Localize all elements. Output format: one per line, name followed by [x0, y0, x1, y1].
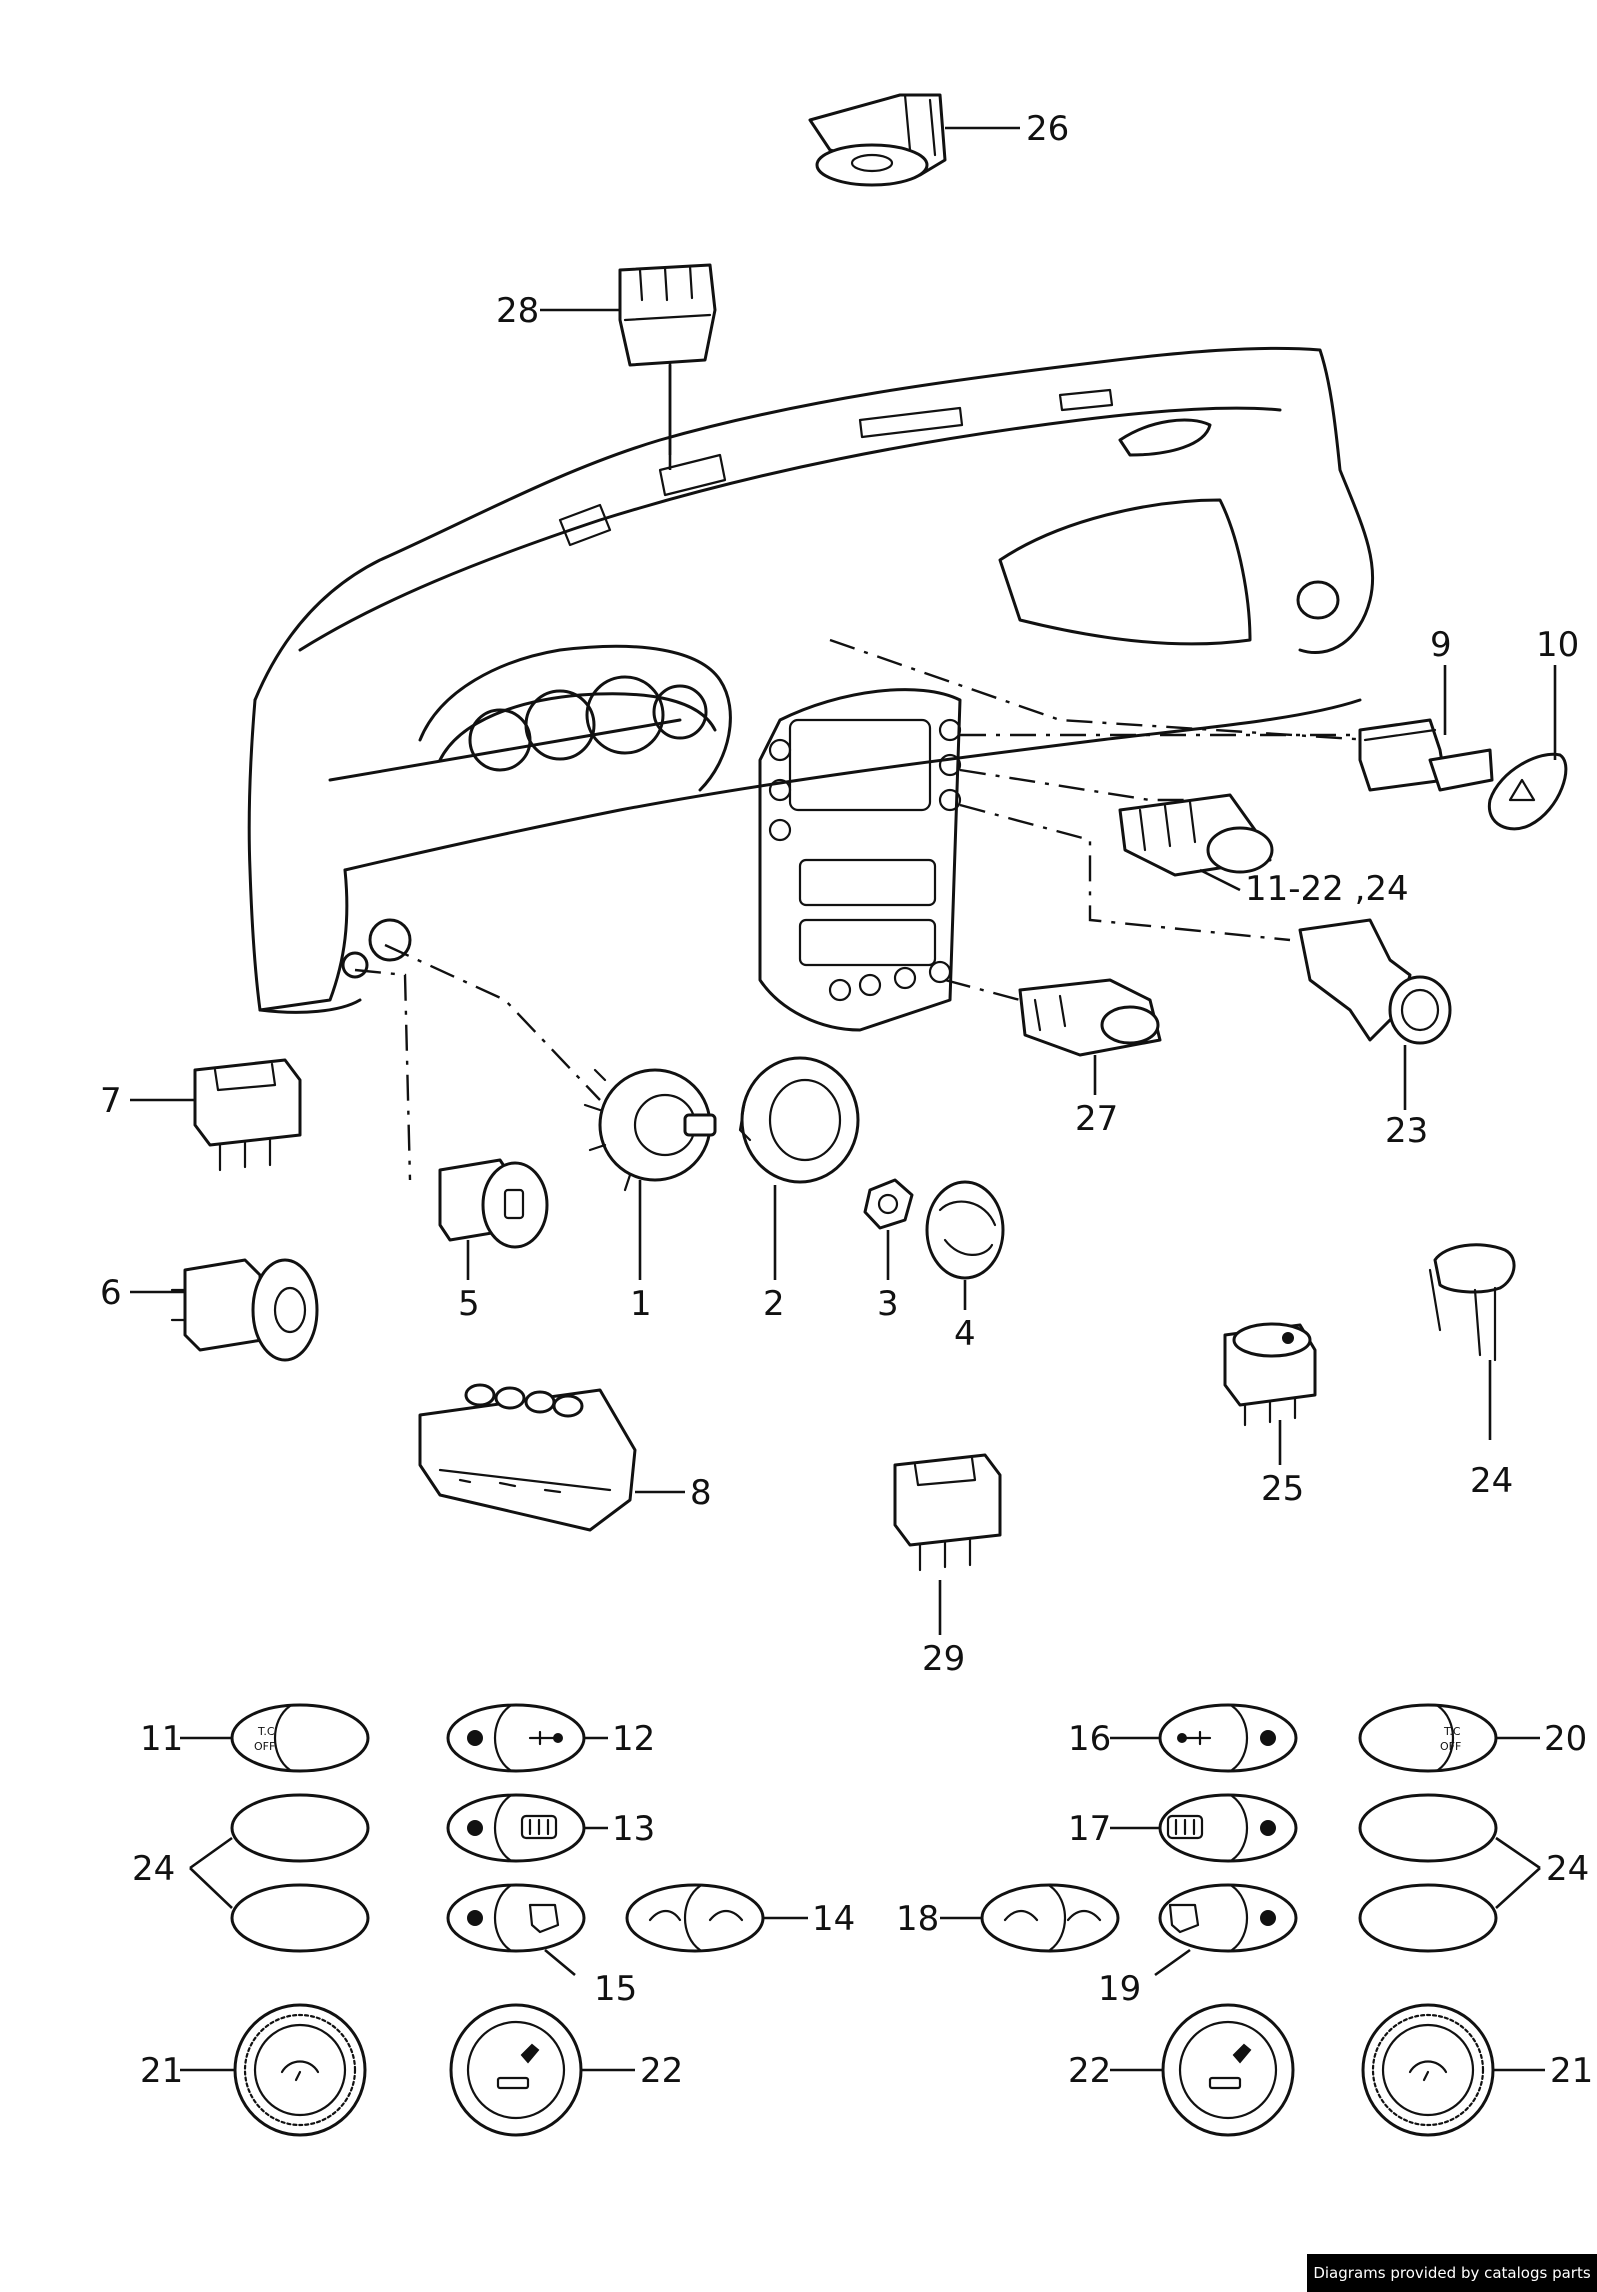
part-1-light-switch: 1 [583, 1068, 717, 1324]
switch-face-22-right: 22 [1068, 2003, 1295, 2137]
part-24-blank-cap: 24 [1428, 1243, 1516, 1501]
rear-defrost-icon-right [1166, 1814, 1204, 1840]
callout-14: 14 [812, 1899, 855, 1939]
part-8-heater-control: 8 [418, 1383, 712, 1532]
switch-face-24-right: 24 [1358, 1793, 1589, 1953]
cigarette-lighter-icon [496, 2043, 540, 2090]
callout-13: 13 [612, 1809, 655, 1849]
callout-17: 17 [1068, 1809, 1111, 1849]
switch-face-20: T.C OFF 20 [1358, 1703, 1587, 1773]
off-label-11: OFF [254, 1740, 275, 1753]
part-27-switch: 27 [1018, 978, 1162, 1139]
seat-heater-icon [528, 1730, 563, 1746]
callout-22-right: 22 [1068, 2051, 1111, 2091]
callout-7: 7 [100, 1081, 122, 1121]
hazard-triangle-icon [1508, 778, 1536, 802]
mirror-icon-right [1168, 1903, 1200, 1934]
callout-3: 3 [877, 1284, 899, 1324]
callout-1: 1 [630, 1284, 652, 1324]
rear-defrost-icon [520, 1814, 558, 1840]
switch-face-24-left: 24 [132, 1793, 370, 1953]
switch-face-21-left: 21 [140, 2003, 367, 2137]
callout-10: 10 [1536, 625, 1579, 665]
off-label-20: OFF [1440, 1740, 1461, 1753]
callout-11: 11 [140, 1719, 183, 1759]
switch-face-11: T.C OFF 11 [140, 1703, 370, 1773]
tc-label-11: T.C [257, 1725, 275, 1738]
callout-4: 4 [954, 1314, 976, 1354]
headlight-washer-icon-right [1003, 1909, 1102, 1922]
callout-27: 27 [1075, 1099, 1118, 1139]
switch-face-16: 16 [1068, 1703, 1298, 1773]
seat-heater-icon-right [1177, 1730, 1212, 1746]
callout-11-22-24: 11-22 ,24 [1245, 869, 1409, 909]
part-6-switch: 6 [100, 1258, 319, 1362]
callout-8: 8 [690, 1473, 712, 1513]
part-11-22-24-switch-block: 11-22 ,24 [1118, 793, 1409, 909]
part-10-hazard-cap: 10 [1487, 625, 1579, 831]
callout-18: 18 [896, 1899, 939, 1939]
part-23-ignition-lock-housing: 23 [1298, 918, 1452, 1151]
switch-face-19: 19 [1098, 1883, 1298, 2009]
callout-15: 15 [594, 1969, 637, 2009]
callout-5: 5 [458, 1284, 480, 1324]
callout-20: 20 [1544, 1719, 1587, 1759]
part-9-hazard-switch-body: 9 [1358, 625, 1494, 792]
part-2-trim-ring: 2 [738, 1056, 860, 1324]
switch-face-22-left: 22 [449, 2003, 683, 2137]
wiper-icon-right [1408, 2060, 1448, 2082]
switch-face-14: 14 [625, 1883, 855, 1953]
dashboard-assembly [247, 346, 1375, 1032]
callout-16: 16 [1068, 1719, 1111, 1759]
part-29-relay: 29 [893, 1453, 1002, 1679]
switch-face-17: 17 [1068, 1793, 1298, 1863]
callout-12: 12 [612, 1719, 655, 1759]
callout-29: 29 [922, 1639, 965, 1679]
callout-24-left: 24 [132, 1849, 175, 1889]
cigarette-lighter-icon-right [1208, 2043, 1252, 2090]
part-3-nut: 3 [863, 1178, 914, 1324]
callout-19: 19 [1098, 1969, 1141, 2009]
switch-face-12: 12 [446, 1703, 655, 1773]
callout-24-clip: 24 [1470, 1461, 1513, 1501]
callout-9: 9 [1430, 625, 1452, 665]
callout-26: 26 [1026, 109, 1069, 149]
part-26-bracket: 26 [808, 93, 1069, 187]
mirror-icon [528, 1903, 560, 1934]
tc-label-20: T.C [1443, 1725, 1461, 1738]
switch-face-15: 15 [446, 1883, 637, 2009]
part-5-switch: 5 [438, 1158, 549, 1324]
switch-face-13: 13 [446, 1793, 655, 1863]
switch-face-18: 18 [896, 1883, 1120, 1953]
callout-21-right: 21 [1550, 2051, 1593, 2091]
callout-21-left: 21 [140, 2051, 183, 2091]
part-25-switch: 25 [1223, 1322, 1317, 1509]
callout-23: 23 [1385, 1111, 1428, 1151]
part-4-knob: 4 [925, 1180, 1005, 1354]
callout-2: 2 [763, 1284, 785, 1324]
switch-face-21-right: 21 [1361, 2003, 1593, 2137]
callout-22-left: 22 [640, 2051, 683, 2091]
callout-28: 28 [496, 291, 539, 331]
callout-24-right: 24 [1546, 1849, 1589, 1889]
callout-25: 25 [1261, 1469, 1304, 1509]
callout-6: 6 [100, 1273, 122, 1313]
headlight-washer-icon [648, 1909, 744, 1922]
credit-banner: Diagrams provided by catalogs parts [1307, 2254, 1597, 2292]
wiper-icon [280, 2060, 320, 2082]
part-7-switch: 7 [100, 1058, 302, 1172]
part-28-relay-holder: 28 [496, 263, 717, 455]
